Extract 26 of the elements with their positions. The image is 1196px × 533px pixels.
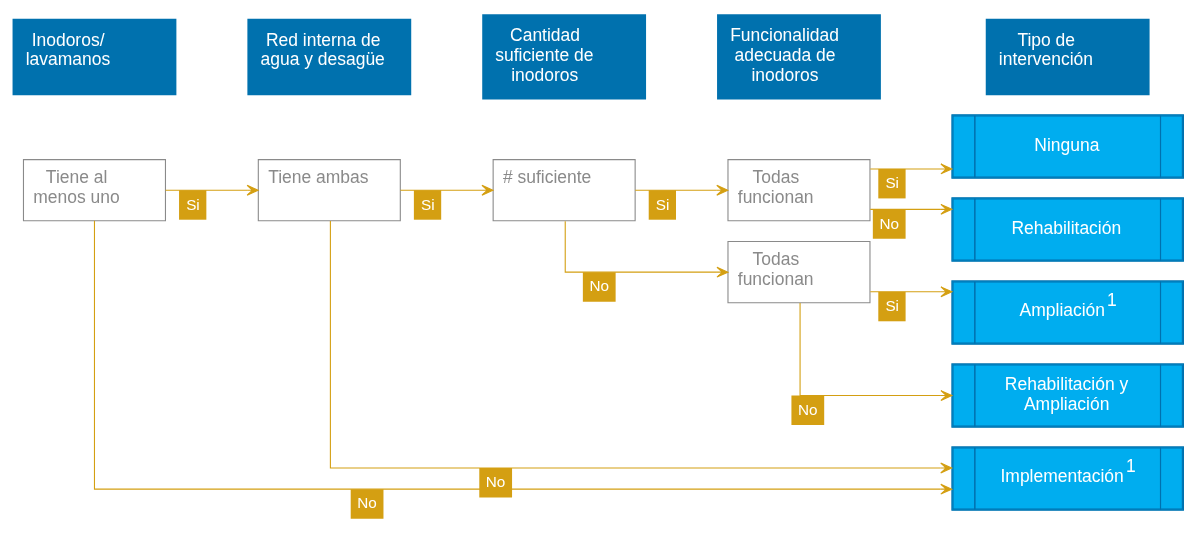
edge-label: No xyxy=(797,400,818,418)
edge-label: Si xyxy=(885,297,899,315)
arrow xyxy=(564,220,729,278)
arrow xyxy=(869,163,953,175)
edge-label: Si xyxy=(885,174,899,192)
node-box: Red interna de agua y desagüe xyxy=(247,18,412,96)
arrow xyxy=(869,286,953,298)
arrow xyxy=(93,220,953,495)
edge-label: No xyxy=(485,473,506,491)
node-box: Todas funcionan xyxy=(727,241,871,304)
node-box: Todas funcionan xyxy=(727,159,871,222)
node-box: Funcionalidad adecuada de inodoros xyxy=(717,14,881,100)
edge-label: Si xyxy=(420,195,435,213)
edge-label: Si xyxy=(655,195,670,213)
arrow xyxy=(799,302,953,402)
arrow xyxy=(329,220,953,474)
edge-label: No xyxy=(879,214,899,232)
node-box: # suficiente xyxy=(492,159,636,222)
node-box: Tipo de intervención xyxy=(985,18,1150,96)
node-box: Cantidad suficiente de inodoros xyxy=(482,14,647,100)
edge-label: No xyxy=(357,494,377,512)
node-box: Tiene ambas xyxy=(257,159,401,222)
edge-label: No xyxy=(589,277,609,295)
node-box: Inodoros/ lavamanos xyxy=(12,18,177,96)
node-box: Tiene al menos uno xyxy=(22,159,166,222)
edge-label: Si xyxy=(186,195,200,213)
